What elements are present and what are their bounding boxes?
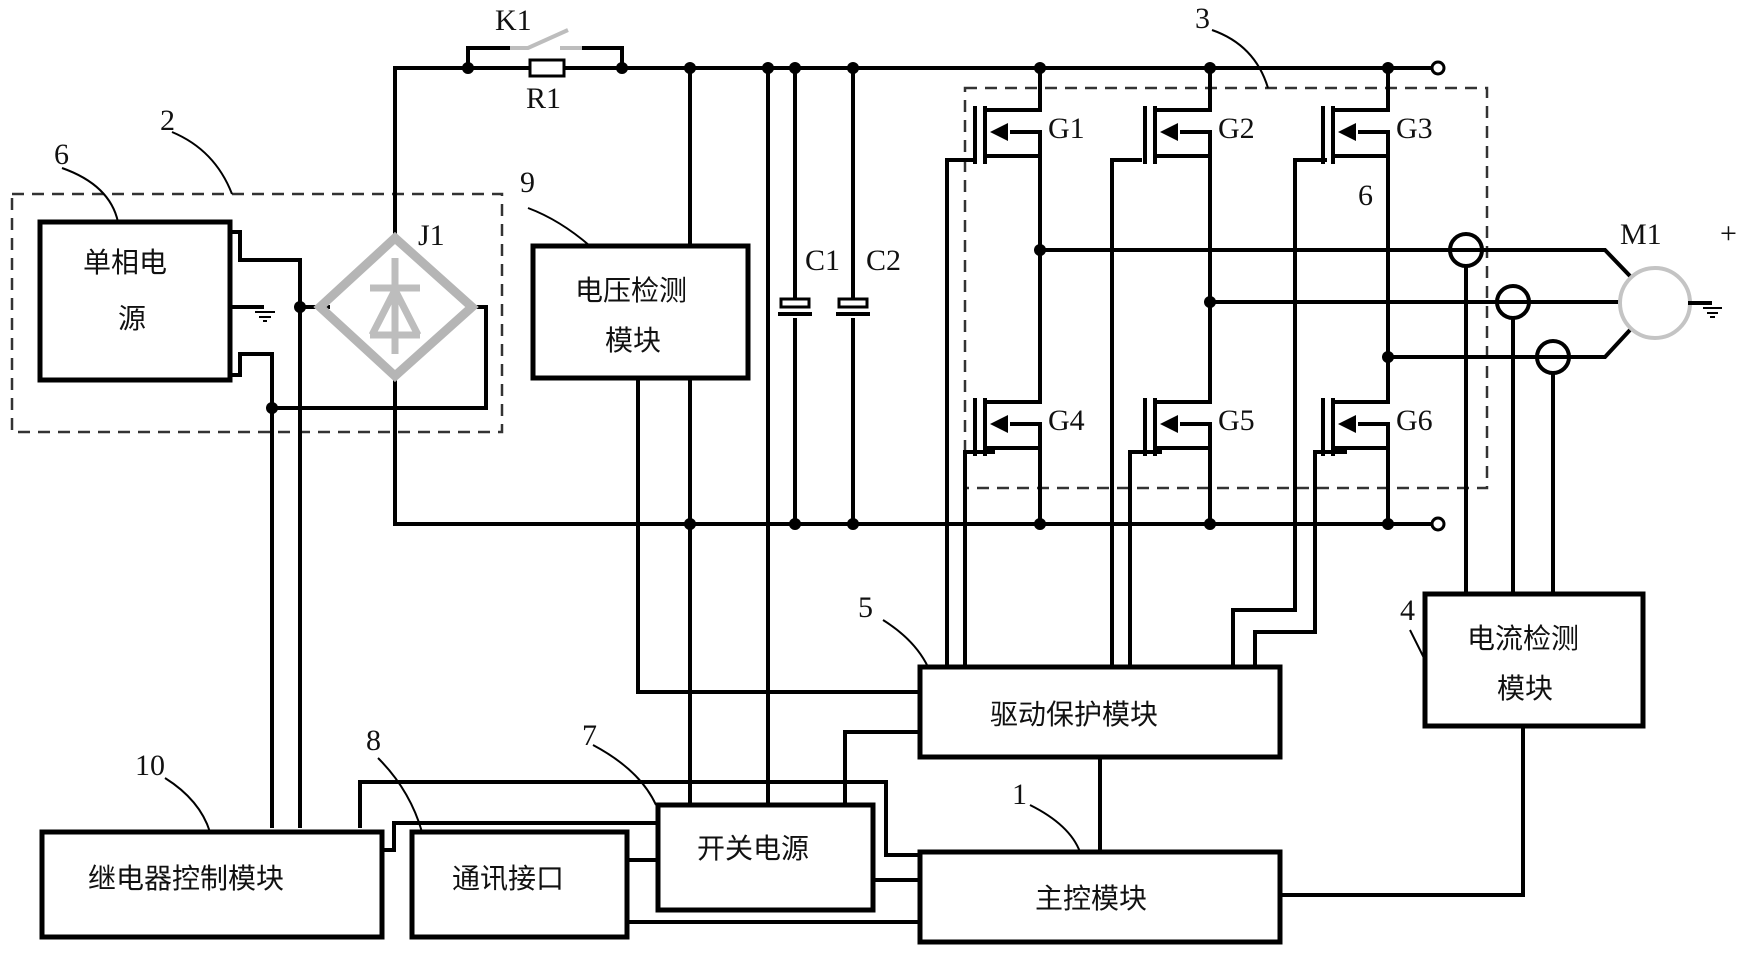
- power-source-line-n: [228, 352, 274, 414]
- mosfet-g1: [973, 106, 1042, 164]
- switch-power-box: [655, 802, 876, 913]
- relay-control-box: [39, 829, 385, 940]
- voltage-detect-label-line1: 电压检测: [575, 274, 687, 307]
- capacitor-c1-label: C1: [805, 244, 840, 277]
- mosfet-g3: [1321, 106, 1390, 164]
- ref-comm-interface: 8: [366, 724, 381, 757]
- mosfet-label: G5: [1218, 404, 1255, 437]
- voltage-detect-to-drive-wire: [636, 376, 922, 694]
- precharge-resistor-r1: [528, 58, 566, 78]
- ref-switch-power: 7: [582, 719, 597, 752]
- ref-drive-protect: 5: [858, 591, 873, 624]
- gate-wire-g4: [963, 450, 995, 669]
- drive-to-switch-power-wire: [843, 730, 922, 807]
- mosfet-label: G3: [1396, 112, 1433, 145]
- comm-interface-box: [409, 829, 630, 940]
- capacitor-c2-symbol: [836, 297, 870, 316]
- main-control-box: [917, 849, 1283, 945]
- phase-w-wire: [1386, 327, 1633, 359]
- ground-icon: [255, 311, 275, 322]
- rectifier-group-boundary: [10, 192, 504, 434]
- mosfet-label: G6: [1396, 404, 1433, 437]
- capacitor-c2-label: C2: [866, 244, 901, 277]
- comm-interface-label: 通讯接口: [452, 862, 564, 895]
- ref-inverter-extra: 6: [1358, 179, 1373, 212]
- mosfet-g5: [1143, 398, 1212, 456]
- precharge-switch-k1: [466, 28, 624, 70]
- mosfet-label: G1: [1048, 112, 1085, 145]
- mosfet-g6: [1321, 398, 1390, 456]
- current-detect-to-main-wire: [1278, 724, 1525, 897]
- motor-ground-icon: [1703, 307, 1722, 318]
- ref-relay-control: 10: [135, 749, 165, 782]
- current-detect-label-line2: 模块: [1497, 672, 1553, 705]
- inverter-group-boundary: [963, 86, 1489, 490]
- ref-current-detect: 4: [1400, 594, 1415, 627]
- dc-bus-negative-terminal: [1430, 516, 1446, 532]
- gate-wire-g6: [1253, 450, 1347, 669]
- resistor-label: R1: [526, 82, 561, 115]
- ref-main-control: 1: [1012, 778, 1027, 811]
- phase-u-wire: [1038, 248, 1633, 279]
- voltage-detect-box: [530, 243, 751, 381]
- rectifier-label: J1: [418, 219, 445, 252]
- power-source-label-line1: 单相电: [83, 246, 167, 279]
- mosfet-g4: [973, 398, 1042, 456]
- current-detect-box: [1422, 591, 1646, 729]
- drive-protect-label: 驱动保护模块: [990, 698, 1158, 731]
- gate-wire-g5: [1128, 450, 1162, 669]
- dc-bus-positive-terminal: [1430, 60, 1446, 76]
- main-control-label: 主控模块: [1035, 882, 1147, 915]
- capacitor-c1-symbol: [778, 297, 812, 316]
- motor-label: M1: [1620, 218, 1662, 251]
- mosfet-g2: [1143, 106, 1212, 164]
- motor-m1: [1618, 266, 1692, 340]
- switch-power-label: 开关电源: [697, 832, 809, 865]
- relay-to-main-wire: [358, 780, 922, 857]
- mosfet-label: G2: [1218, 112, 1255, 145]
- ref-power-source: 6: [54, 138, 69, 171]
- gate-wire-g1: [945, 158, 977, 669]
- voltage-detect-label-line2: 模块: [605, 324, 661, 357]
- ref-voltage-detect: 9: [520, 166, 535, 199]
- reference-leaders: [61, 29, 1426, 853]
- gate-wire-g2: [1110, 158, 1142, 669]
- relay-to-switch-power-wire: [384, 821, 660, 852]
- gate-wire-g3: [1231, 158, 1327, 669]
- ref-inverter-group: 3: [1195, 2, 1210, 35]
- stray-mark: +: [1720, 217, 1737, 250]
- switch-label: K1: [495, 4, 532, 37]
- power-source-box: [37, 219, 233, 383]
- power-source-label-line2: 源: [118, 302, 146, 335]
- current-detect-label-line1: 电流检测: [1467, 622, 1579, 655]
- relay-control-label: 继电器控制模块: [88, 862, 284, 895]
- mosfet-label: G4: [1048, 404, 1085, 437]
- rectifier-bridge-j1: [313, 231, 479, 383]
- ref-rectifier-group: 2: [160, 104, 175, 137]
